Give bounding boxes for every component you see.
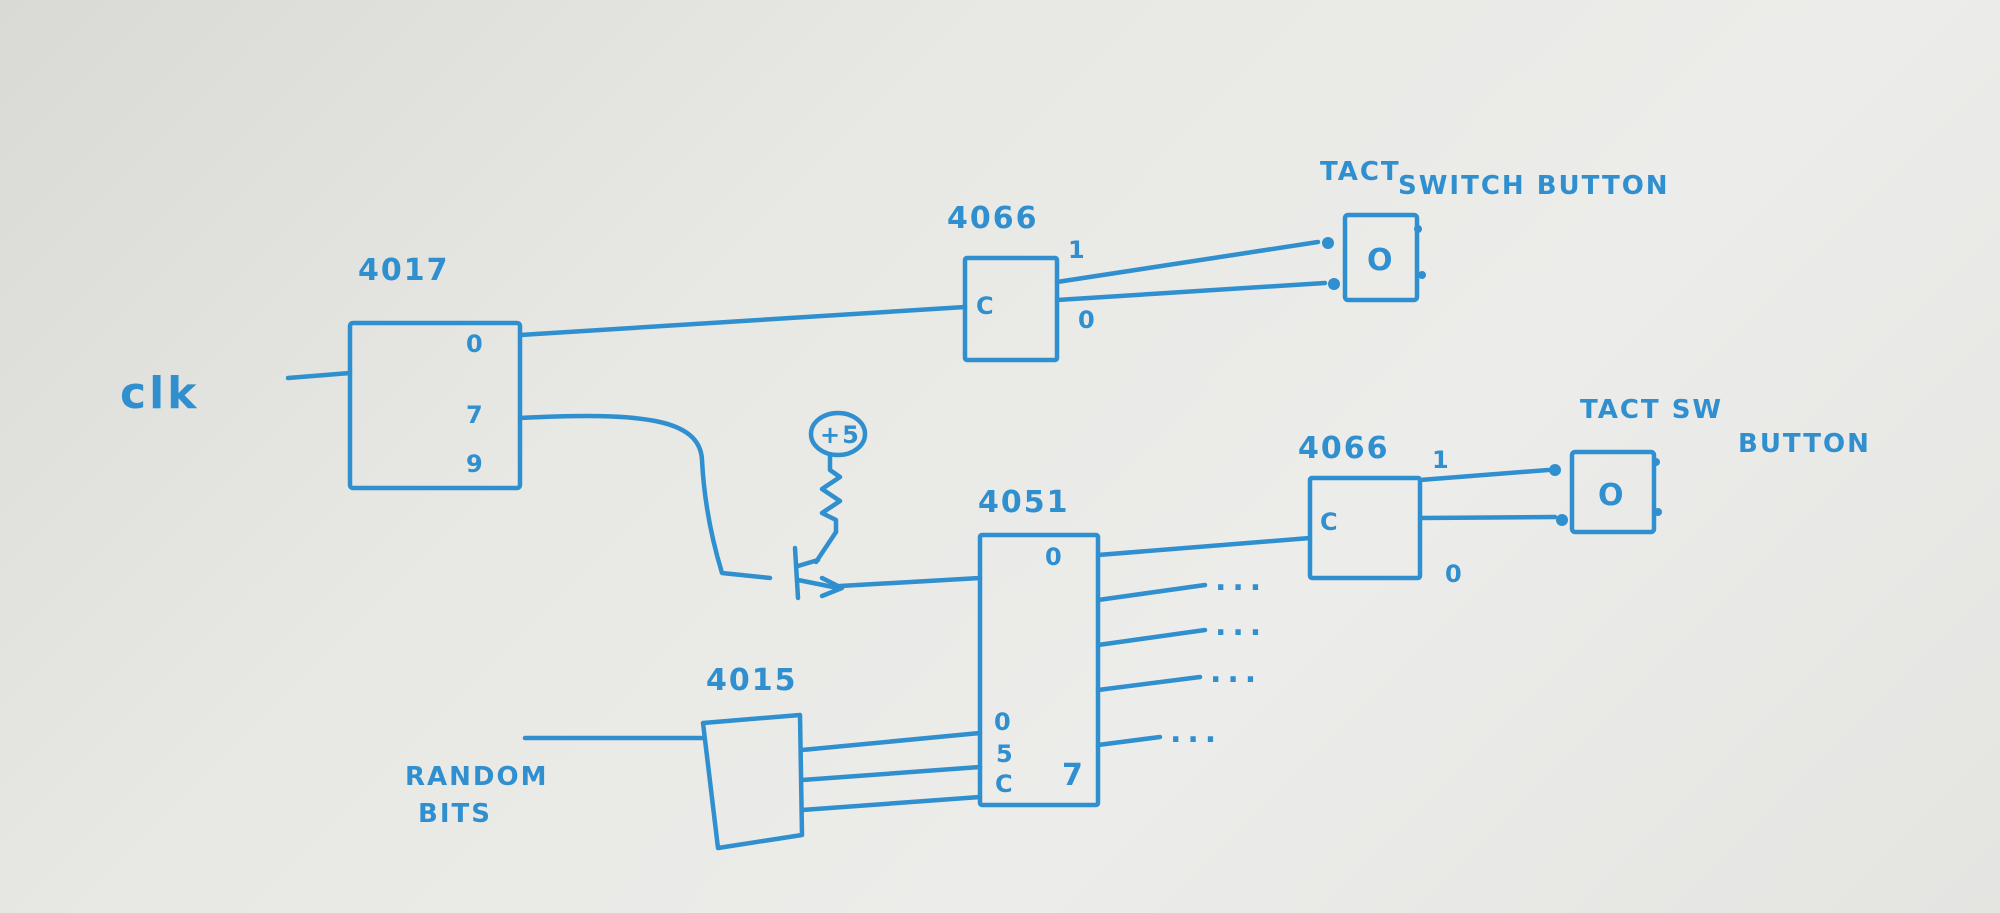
wire-switch-bottom-out1: [1417, 467, 1551, 483]
supply-circle: [808, 410, 868, 458]
shift-register-body: [700, 712, 805, 851]
switch-top-label: 4066: [947, 201, 1039, 236]
mux-pin-out7: 7: [1062, 758, 1085, 793]
pullup-network: +5: [808, 410, 868, 565]
mux-pin-sel2: C: [995, 770, 1015, 798]
switch-bottom-pin-1: 1: [1432, 446, 1451, 474]
wire-shift-to-mux-sel0: [799, 730, 983, 753]
wire-switch-bottom-out0: [1417, 514, 1558, 521]
switch-bottom-pin-c: C: [1320, 508, 1340, 536]
shift-register-4015: 4015: [700, 663, 805, 851]
counter-pin-0: 0: [466, 330, 485, 358]
mux-4051: 4051 0 7 0 5 C: [977, 485, 1101, 808]
switch-bottom-label: 4066: [1298, 431, 1390, 466]
tact-top-title-2: SWITCH BUTTON: [1398, 171, 1670, 201]
transistor-collector: [795, 557, 821, 569]
tact-top-body: [1342, 212, 1420, 303]
mux-out2-continuation: ...: [1215, 608, 1267, 643]
switch-4066-top: 4066 C 1 0: [947, 201, 1097, 363]
switch-top-pin-c: C: [976, 292, 996, 320]
counter-4017-body: [347, 320, 523, 491]
resistor-symbol: [819, 452, 843, 535]
counter-pin-9: 9: [466, 450, 485, 478]
mux-pin-out0: 0: [1045, 543, 1064, 571]
mux-out7-continuation: ...: [1170, 715, 1222, 750]
tact-bottom-title-2: BUTTON: [1738, 429, 1871, 459]
wire-transistor-to-mux: [837, 575, 983, 589]
switch-bottom-body: [1307, 475, 1423, 581]
wire-mux-out3: [1095, 674, 1203, 693]
switch-top-pin-1: 1: [1068, 236, 1087, 264]
wire-switch-top-out1: [1054, 239, 1321, 285]
switch-4066-bottom: 4066 C 1 0: [1298, 431, 1464, 588]
tact-bottom-pin-a: [1549, 464, 1561, 476]
mux-pin-sel1: 5: [996, 740, 1015, 768]
shift-register-label: 4015: [706, 663, 798, 698]
transistor-base-bar: [792, 545, 801, 601]
mux-body: [977, 532, 1101, 808]
wire-resistor-to-collector: [813, 529, 839, 565]
tact-bottom-pin-d: [1654, 508, 1662, 516]
mux-label: 4051: [978, 485, 1070, 520]
wire-mux-out1: [1095, 582, 1208, 603]
tact-bottom-symbol: O: [1598, 478, 1626, 513]
wire-mux-out2: [1095, 627, 1208, 648]
wire-switch-top-out0: [1054, 280, 1328, 303]
mux-out3-continuation: ...: [1210, 655, 1262, 690]
tact-top-pin-a: [1322, 237, 1334, 249]
tact-top-pin-c: [1414, 225, 1422, 233]
tact-top-pin-d: [1418, 271, 1426, 279]
wire-mux-out7: [1095, 734, 1163, 748]
wire-counter0-to-switch-top: [517, 304, 968, 338]
switch-top-pin-0: 0: [1078, 306, 1097, 334]
clock-label: clk: [120, 368, 199, 419]
wire-shift-to-mux-sel1: [799, 764, 983, 783]
random-bits-label-1: RANDOM: [405, 762, 548, 792]
tact-button-bottom: O TACT SW BUTTON: [1549, 395, 1871, 535]
mux-pin-sel0: 0: [994, 708, 1013, 736]
random-bits-label-2: BITS: [418, 799, 492, 829]
switch-bottom-pin-0: 0: [1445, 560, 1464, 588]
counter-pin-7: 7: [466, 401, 485, 429]
wire-mux-out0-to-switch: [1095, 535, 1313, 558]
transistor-emitter: [795, 577, 841, 591]
counter-4017-label: 4017: [358, 253, 450, 288]
tact-top-pin-b: [1328, 278, 1340, 290]
supply-label: +5: [820, 421, 861, 449]
wire-counter7-to-transistor: [517, 413, 773, 581]
tact-bottom-pin-c: [1652, 458, 1660, 466]
mux-out1-continuation: ...: [1215, 563, 1267, 598]
tact-top-title-1: TACT: [1320, 157, 1401, 187]
tact-button-top: O TACT SWITCH BUTTON: [1320, 157, 1670, 303]
tact-bottom-title-1: TACT SW: [1580, 395, 1723, 425]
tact-bottom-body: [1569, 449, 1657, 535]
wire-shift-to-mux-sel2: [799, 794, 983, 813]
clock-wire: [285, 370, 353, 381]
counter-4017: 4017 0 7 9: [347, 253, 523, 491]
tact-top-symbol: O: [1367, 243, 1395, 278]
tact-bottom-pin-b: [1556, 514, 1568, 526]
